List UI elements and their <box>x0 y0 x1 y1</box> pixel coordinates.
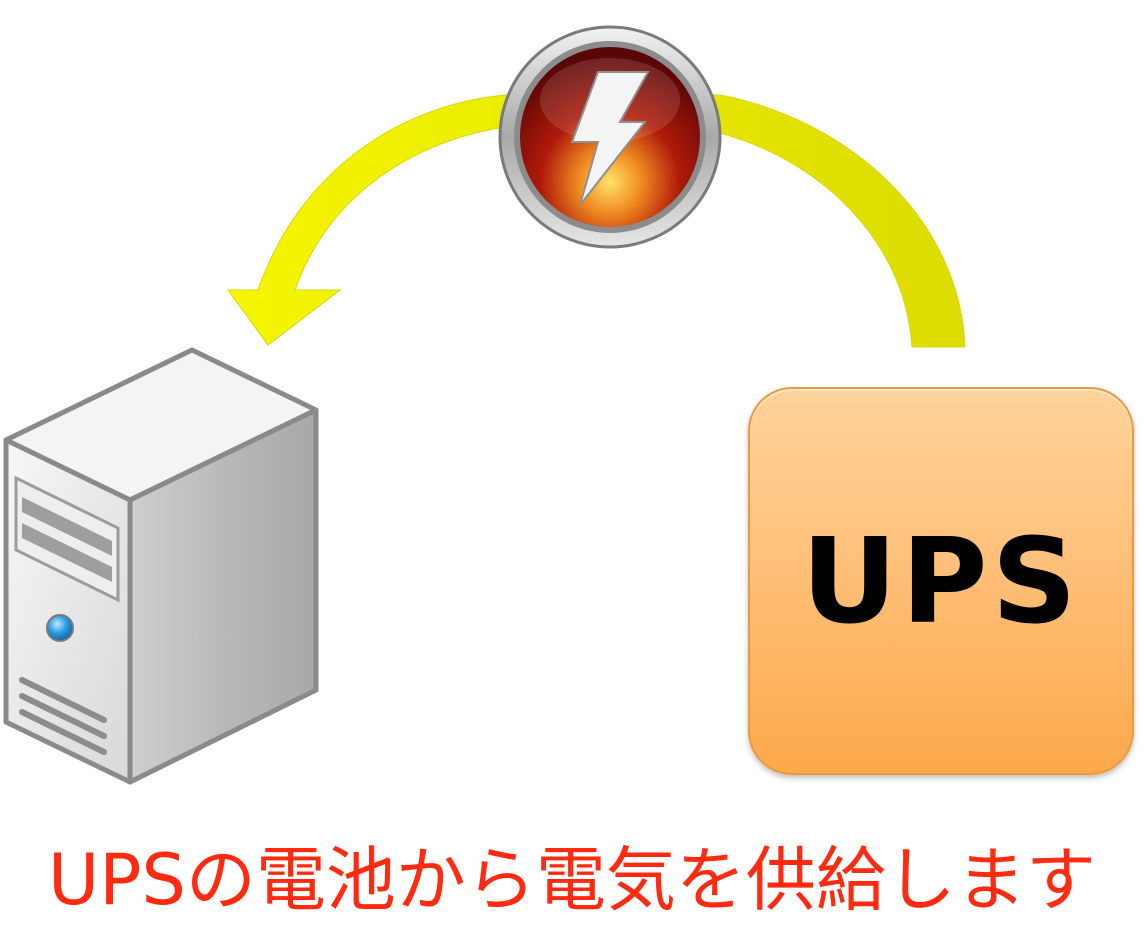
server-tower-icon <box>3 347 319 785</box>
vent-slots <box>19 677 107 755</box>
caption: UPSの電池から電気を供給します <box>48 839 1096 921</box>
arrow-body <box>227 94 966 348</box>
drive-bays <box>14 475 120 603</box>
ups-box: UPS <box>748 387 1134 775</box>
yellow-curved-arrow <box>227 94 966 348</box>
ups-label: UPS <box>801 512 1081 650</box>
power-led <box>46 614 74 642</box>
power-badge <box>498 25 722 249</box>
lightning-bolt-icon <box>570 71 650 206</box>
